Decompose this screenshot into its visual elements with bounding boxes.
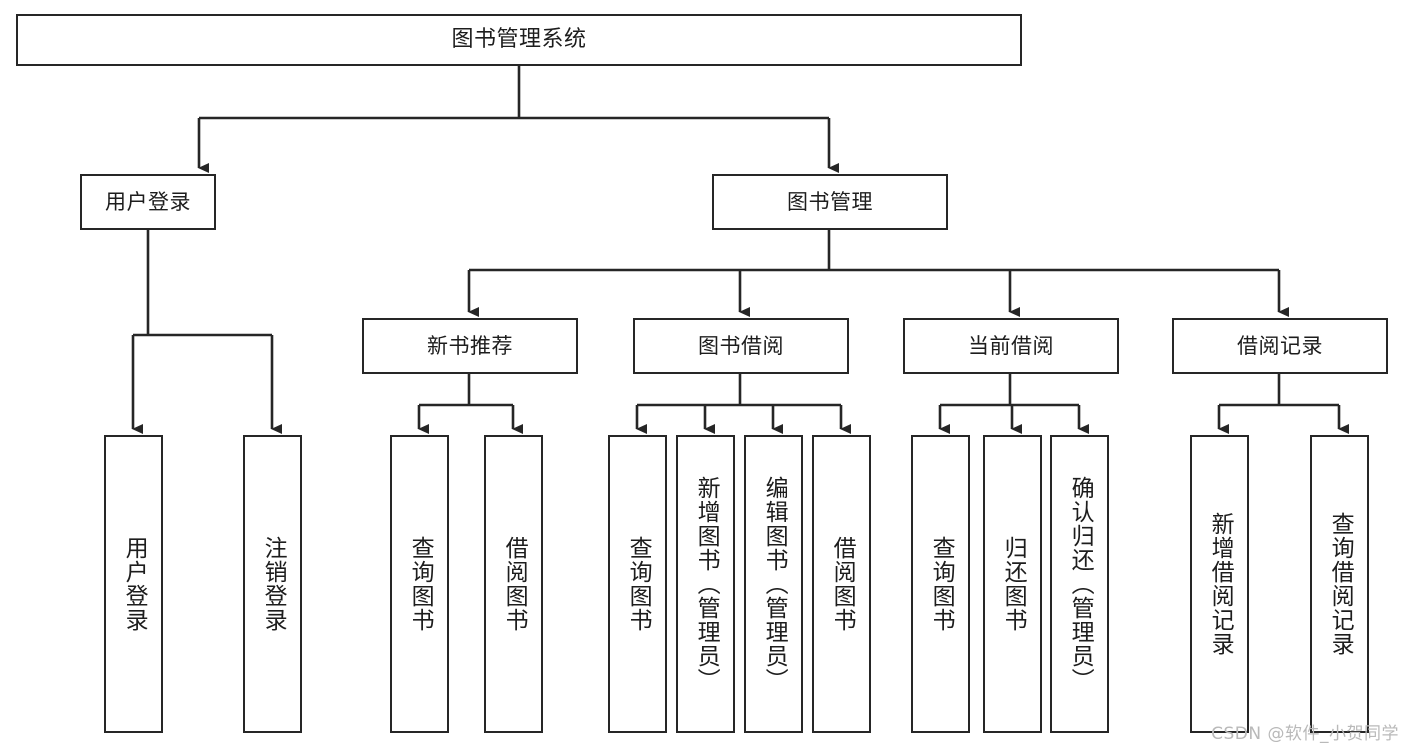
leaf-query-book-recommend-label: 查询图书	[407, 536, 434, 632]
node-user-login[interactable]: 用户登录	[80, 174, 216, 230]
node-root-label: 图书管理系统	[451, 27, 587, 53]
leaf-query-book-borrow[interactable]: 查询图书	[608, 435, 667, 733]
leaf-edit-book-admin-label: 编辑图书（管理员）	[761, 476, 788, 692]
leaf-borrow-book[interactable]: 借阅图书	[812, 435, 871, 733]
leaf-return-book-label: 归还图书	[1000, 536, 1027, 632]
node-current-borrow-label: 当前借阅	[968, 333, 1054, 358]
leaf-add-book-admin-label: 新增图书（管理员）	[693, 476, 720, 692]
leaf-edit-book-admin[interactable]: 编辑图书（管理员）	[744, 435, 803, 733]
leaf-return-book[interactable]: 归还图书	[983, 435, 1042, 733]
leaf-confirm-return-admin[interactable]: 确认归还（管理员）	[1050, 435, 1109, 733]
node-new-book-recommend-label: 新书推荐	[427, 333, 513, 358]
node-book-management-label: 图书管理	[787, 189, 873, 214]
leaf-add-borrow-record[interactable]: 新增借阅记录	[1190, 435, 1249, 733]
leaf-query-book-borrow-label: 查询图书	[625, 536, 652, 632]
node-book-borrow[interactable]: 图书借阅	[633, 318, 849, 374]
node-borrow-records-label: 借阅记录	[1237, 333, 1323, 358]
leaf-borrow-book-recommend[interactable]: 借阅图书	[484, 435, 543, 733]
leaf-query-book-current[interactable]: 查询图书	[911, 435, 970, 733]
leaf-borrow-book-label: 借阅图书	[829, 536, 856, 632]
node-current-borrow[interactable]: 当前借阅	[903, 318, 1119, 374]
leaf-user-login-label: 用户登录	[121, 536, 148, 632]
leaf-user-logout[interactable]: 注销登录	[243, 435, 302, 733]
leaf-user-logout-label: 注销登录	[260, 536, 287, 632]
leaf-user-login[interactable]: 用户登录	[104, 435, 163, 733]
watermark: CSDN @软件_小贺同学	[1211, 724, 1399, 744]
leaf-query-book-recommend[interactable]: 查询图书	[390, 435, 449, 733]
node-book-management[interactable]: 图书管理	[712, 174, 948, 230]
node-user-login-label: 用户登录	[105, 189, 191, 214]
leaf-query-borrow-record-label: 查询借阅记录	[1327, 512, 1354, 656]
node-book-borrow-label: 图书借阅	[698, 333, 784, 358]
leaf-borrow-book-recommend-label: 借阅图书	[501, 536, 528, 632]
node-new-book-recommend[interactable]: 新书推荐	[362, 318, 578, 374]
node-root[interactable]: 图书管理系统	[16, 14, 1022, 66]
leaf-add-book-admin[interactable]: 新增图书（管理员）	[676, 435, 735, 733]
leaf-add-borrow-record-label: 新增借阅记录	[1207, 512, 1234, 656]
leaf-confirm-return-admin-label: 确认归还（管理员）	[1067, 476, 1094, 692]
node-borrow-records[interactable]: 借阅记录	[1172, 318, 1388, 374]
leaf-query-borrow-record[interactable]: 查询借阅记录	[1310, 435, 1369, 733]
leaf-query-book-current-label: 查询图书	[928, 536, 955, 632]
